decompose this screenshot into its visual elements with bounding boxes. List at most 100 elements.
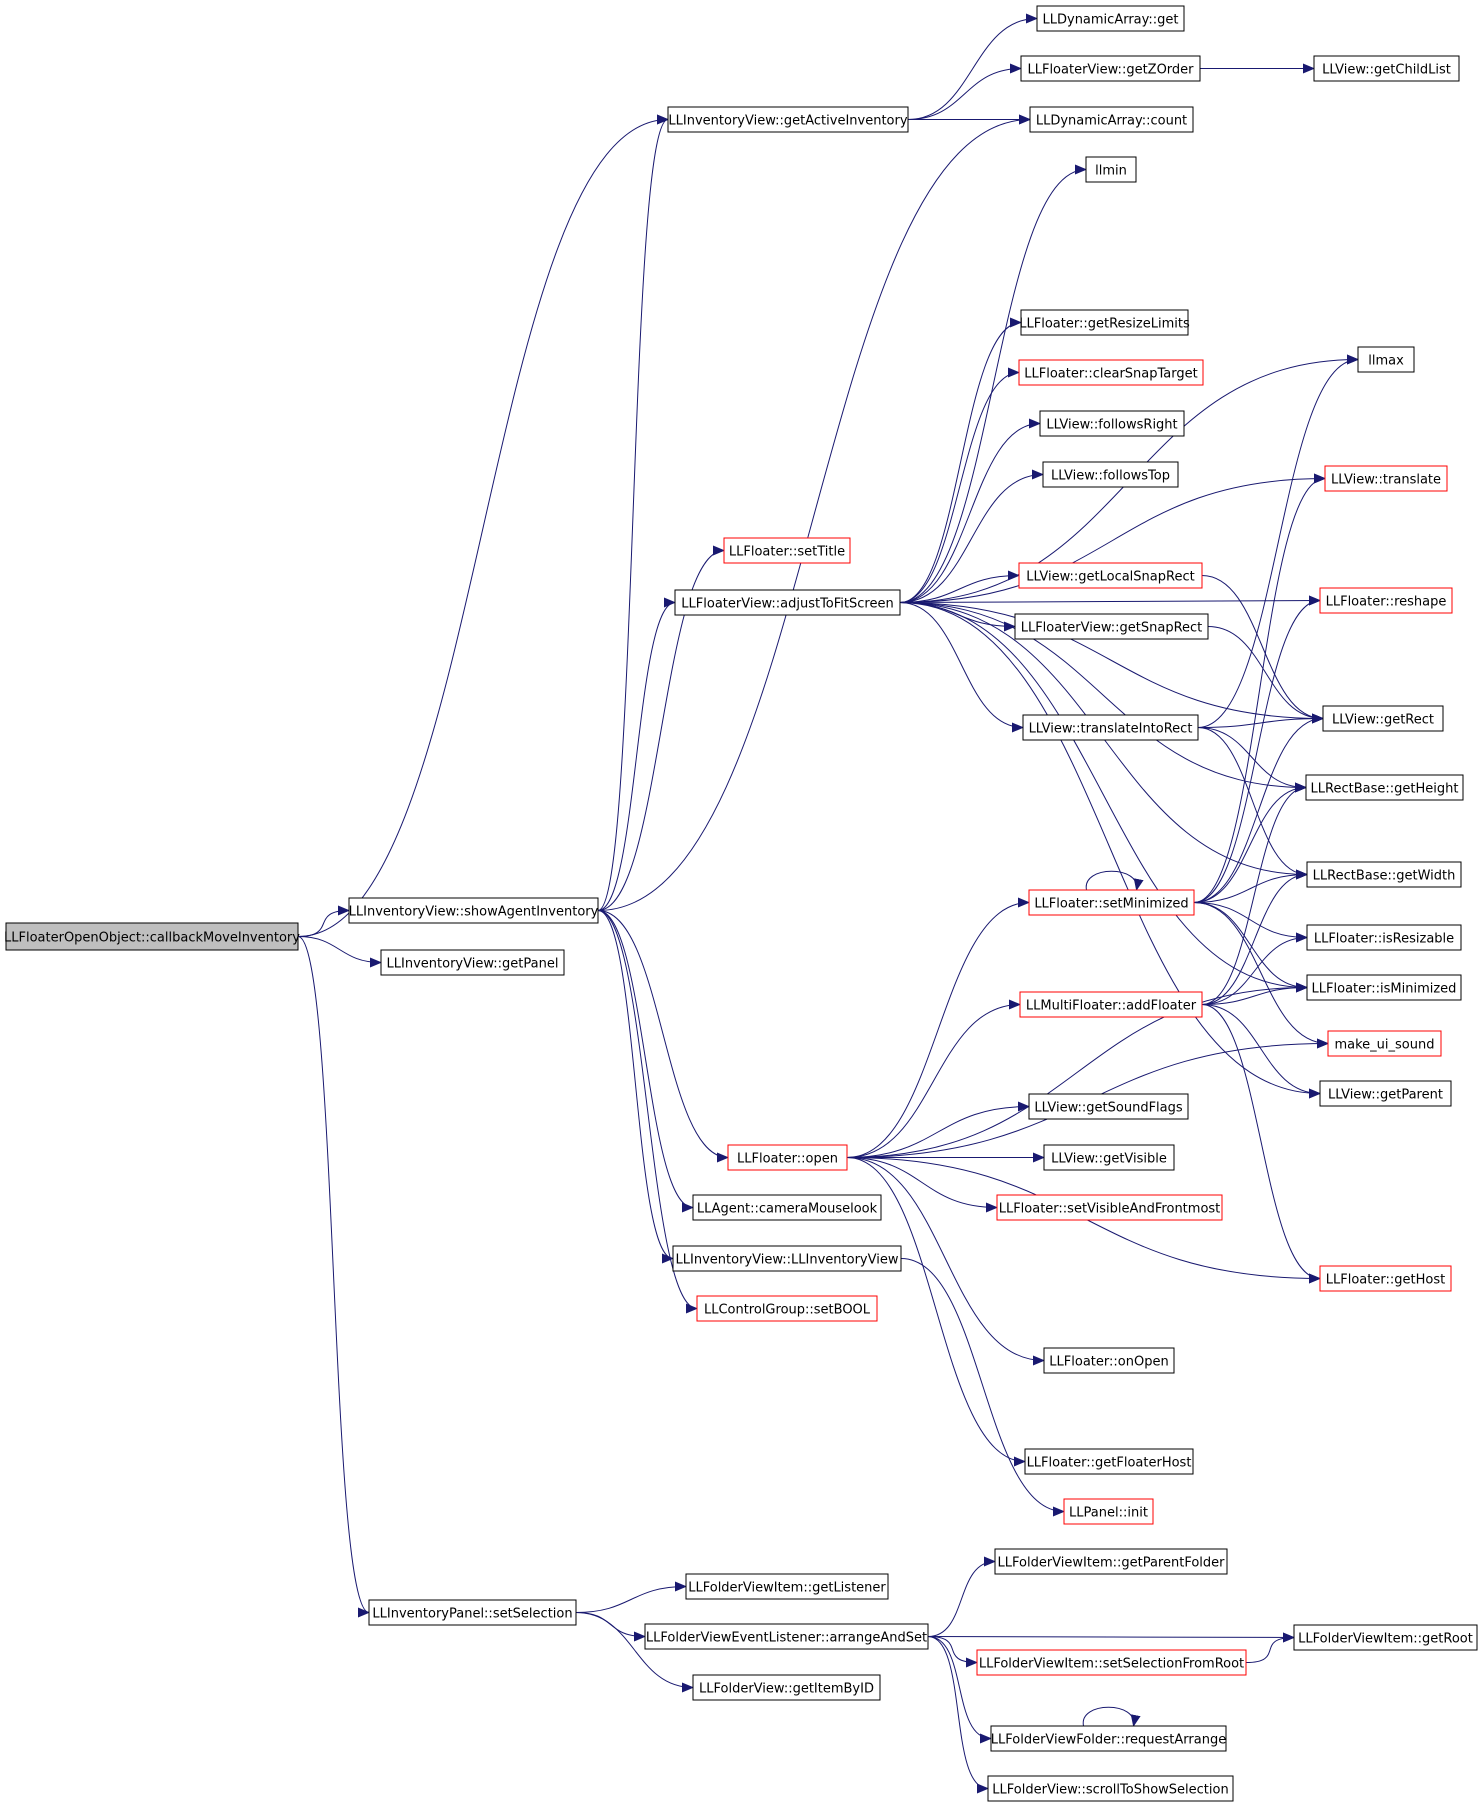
node-get-z-order[interactable]: LLFloaterView::getZOrder (1020, 55, 1201, 82)
node-box[interactable] (1319, 587, 1453, 614)
node-follows-top[interactable]: LLView::followsTop (1042, 461, 1179, 488)
node-box[interactable] (667, 106, 909, 133)
node-set-minimized[interactable]: LLFloater::setMinimized (1028, 889, 1195, 916)
node-box[interactable] (696, 1295, 878, 1322)
node-box[interactable] (1043, 1144, 1175, 1171)
node-translate[interactable]: LLView::translate (1324, 465, 1448, 492)
node-get-child-list[interactable]: LLView::getChildList (1313, 55, 1460, 82)
node-is-resizable[interactable]: LLFloater::isResizable (1306, 924, 1462, 951)
node-box[interactable] (1357, 346, 1415, 373)
node-llmin[interactable]: llmin (1085, 156, 1137, 183)
node-box[interactable] (1036, 5, 1185, 32)
node-box[interactable] (987, 1775, 1234, 1802)
node-box[interactable] (1085, 156, 1137, 183)
node-box[interactable] (1014, 613, 1209, 640)
node-box[interactable] (1322, 705, 1444, 732)
node-request-arrange[interactable]: LLFolderViewFolder::requestArrange (990, 1725, 1227, 1752)
node-follows-right[interactable]: LLView::followsRight (1039, 410, 1185, 437)
node-scroll-to-show-selection[interactable]: LLFolderView::scrollToShowSelection (987, 1775, 1234, 1802)
node-box[interactable] (5, 922, 299, 951)
node-box[interactable] (723, 537, 851, 564)
node-box[interactable] (1022, 714, 1199, 741)
node-box[interactable] (1020, 309, 1189, 336)
node-box[interactable] (1305, 774, 1464, 801)
node-box[interactable] (685, 1573, 889, 1600)
node-box[interactable] (996, 1194, 1223, 1221)
node-get-active-inventory[interactable]: LLInventoryView::getActiveInventory (667, 106, 909, 133)
node-get-host[interactable]: LLFloater::getHost (1319, 1265, 1452, 1292)
node-inv-view-ctor[interactable]: LLInventoryView::LLInventoryView (672, 1245, 902, 1272)
node-box[interactable] (1039, 410, 1185, 437)
node-get-parent[interactable]: LLView::getParent (1319, 1080, 1452, 1107)
node-box[interactable] (674, 589, 901, 616)
node-get-visible[interactable]: LLView::getVisible (1043, 1144, 1175, 1171)
node-box[interactable] (380, 949, 565, 976)
node-box[interactable] (672, 1245, 902, 1272)
node-box[interactable] (1306, 974, 1462, 1001)
node-box[interactable] (1306, 861, 1462, 888)
node-get-width[interactable]: LLRectBase::getWidth (1306, 861, 1462, 888)
node-adjust-to-fit-screen[interactable]: LLFloaterView::adjustToFitScreen (674, 589, 901, 616)
node-camera-mouselook[interactable]: LLAgent::cameraMouselook (692, 1194, 882, 1221)
node-show-agent-inventory[interactable]: LLInventoryView::showAgentInventory (348, 897, 599, 924)
node-get-floater-host[interactable]: LLFloater::getFloaterHost (1024, 1448, 1194, 1475)
node-root[interactable]: LLFloaterOpenObject::callbackMoveInvento… (4, 922, 300, 951)
node-box[interactable] (1324, 465, 1448, 492)
node-get-panel[interactable]: LLInventoryView::getPanel (380, 949, 565, 976)
node-box[interactable] (1029, 106, 1194, 133)
node-box[interactable] (1024, 1448, 1194, 1475)
node-box[interactable] (1043, 1347, 1175, 1374)
node-box[interactable] (1028, 1093, 1189, 1120)
node-dyn-count[interactable]: LLDynamicArray::count (1029, 106, 1194, 133)
node-panel-init[interactable]: LLPanel::init (1063, 1498, 1154, 1525)
node-get-snap-rect[interactable]: LLFloaterView::getSnapRect (1014, 613, 1209, 640)
node-box[interactable] (1319, 1265, 1452, 1292)
node-get-resize-limits[interactable]: LLFloater::getResizeLimits (1019, 309, 1190, 336)
node-translate-into-rect[interactable]: LLView::translateIntoRect (1022, 714, 1199, 741)
node-box[interactable] (692, 1674, 881, 1701)
node-box[interactable] (1019, 991, 1203, 1018)
node-on-open[interactable]: LLFloater::onOpen (1043, 1347, 1175, 1374)
node-is-minimized[interactable]: LLFloater::isMinimized (1306, 974, 1462, 1001)
node-box[interactable] (368, 1599, 577, 1626)
node-get-local-snap-rect[interactable]: LLView::getLocalSnapRect (1018, 562, 1203, 589)
node-get-root[interactable]: LLFolderViewItem::getRoot (1293, 1624, 1478, 1651)
node-box[interactable] (348, 897, 599, 924)
node-box[interactable] (1020, 55, 1201, 82)
node-box[interactable] (644, 1623, 929, 1650)
node-box[interactable] (692, 1194, 882, 1221)
node-box[interactable] (976, 1649, 1247, 1676)
node-set-b-o-o-l[interactable]: LLControlGroup::setBOOL (696, 1295, 878, 1322)
node-get-rect[interactable]: LLView::getRect (1322, 705, 1444, 732)
node-box[interactable] (1063, 1498, 1154, 1525)
node-box[interactable] (990, 1725, 1227, 1752)
node-get-item-by-i-d[interactable]: LLFolderView::getItemByID (692, 1674, 881, 1701)
node-box[interactable] (1018, 562, 1203, 589)
node-llmax[interactable]: llmax (1357, 346, 1415, 373)
node-get-parent-folder[interactable]: LLFolderViewItem::getParentFolder (994, 1548, 1228, 1575)
node-set-visible-and-frontmost[interactable]: LLFloater::setVisibleAndFrontmost (996, 1194, 1223, 1221)
node-box[interactable] (1293, 1624, 1478, 1651)
node-arrange-and-set[interactable]: LLFolderViewEventListener::arrangeAndSet (644, 1623, 929, 1650)
node-box[interactable] (994, 1548, 1228, 1575)
node-clear-snap-target[interactable]: LLFloater::clearSnapTarget (1018, 359, 1204, 386)
node-box[interactable] (1313, 55, 1460, 82)
node-open[interactable]: LLFloater::open (727, 1144, 848, 1171)
node-box[interactable] (1042, 461, 1179, 488)
node-add-floater[interactable]: LLMultiFloater::addFloater (1019, 991, 1203, 1018)
node-set-selection[interactable]: LLInventoryPanel::setSelection (368, 1599, 577, 1626)
node-dyn-get[interactable]: LLDynamicArray::get (1036, 5, 1185, 32)
node-box[interactable] (1319, 1080, 1452, 1107)
node-make-ui-sound[interactable]: make_ui_sound (1327, 1030, 1442, 1057)
node-box[interactable] (1028, 889, 1195, 916)
node-get-height[interactable]: LLRectBase::getHeight (1305, 774, 1464, 801)
node-box[interactable] (1306, 924, 1462, 951)
node-box[interactable] (727, 1144, 848, 1171)
node-box[interactable] (1018, 359, 1204, 386)
node-set-title[interactable]: LLFloater::setTitle (723, 537, 851, 564)
node-reshape[interactable]: LLFloater::reshape (1319, 587, 1453, 614)
node-box[interactable] (1327, 1030, 1442, 1057)
node-get-sound-flags[interactable]: LLView::getSoundFlags (1028, 1093, 1189, 1120)
node-get-listener[interactable]: LLFolderViewItem::getListener (685, 1573, 889, 1600)
node-set-selection-from-root[interactable]: LLFolderViewItem::setSelectionFromRoot (976, 1649, 1247, 1676)
